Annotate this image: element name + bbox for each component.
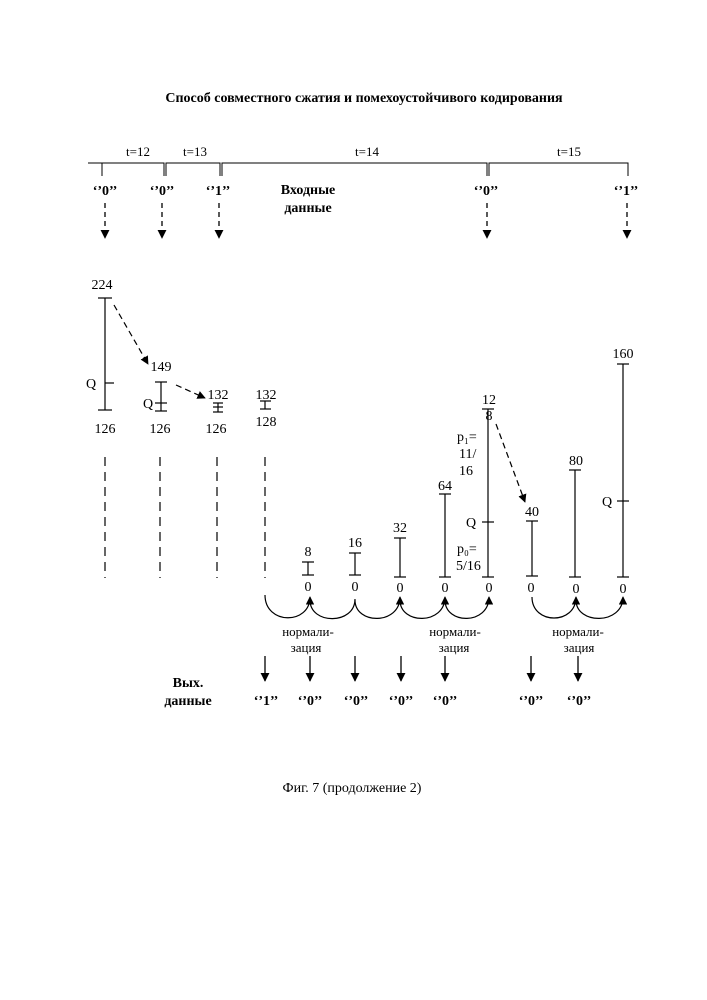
label-40-top: 40 xyxy=(525,505,539,520)
label-p0-line1: p₀= xyxy=(457,542,477,557)
label-16-bottom: 0 xyxy=(352,580,359,595)
label-160-q: Q xyxy=(602,495,612,510)
input-bit-5: ‘’1’’ xyxy=(614,184,639,199)
input-bit-1: ‘’0’’ xyxy=(93,184,118,199)
output-bit-6: ‘’0’’ xyxy=(519,694,544,709)
normalization-2-line1: нормали- xyxy=(429,624,481,639)
label-160-top: 160 xyxy=(613,347,634,362)
label-8-top: 8 xyxy=(305,545,312,560)
normalization-1-line1: нормали- xyxy=(282,624,334,639)
label-132b-top: 132 xyxy=(256,388,277,403)
normalization-curves xyxy=(265,595,623,619)
input-label-line2: данные xyxy=(284,201,331,216)
label-224-q: Q xyxy=(86,377,96,392)
output-bit-1: ‘’1’’ xyxy=(254,694,279,709)
label-p1-line2: 11/ xyxy=(459,447,476,462)
label-149-top: 149 xyxy=(151,360,172,375)
time-label-t12: t=12 xyxy=(126,144,150,159)
figure-title: Способ совместного сжатия и помехоустойч… xyxy=(165,91,563,106)
output-bit-4: ‘’0’’ xyxy=(389,694,414,709)
interval-bars xyxy=(98,298,629,577)
output-label-line1: Вых. xyxy=(173,676,204,691)
label-p1-line1: p₁= xyxy=(457,430,477,445)
input-label-line1: Входные xyxy=(281,183,336,198)
label-8-bottom: 0 xyxy=(305,580,312,595)
label-p0-line2: 5/16 xyxy=(456,559,481,574)
label-64-top: 64 xyxy=(438,479,452,494)
label-224-top: 224 xyxy=(92,278,113,293)
input-bit-4: ‘’0’’ xyxy=(474,184,499,199)
label-128-top-line1: 12 xyxy=(482,393,496,408)
normalization-3-line2: зация xyxy=(564,640,595,655)
output-bit-2: ‘’0’’ xyxy=(298,694,323,709)
label-224-bottom: 126 xyxy=(95,422,116,437)
label-128-top-line2: 8 xyxy=(486,409,493,424)
label-16-top: 16 xyxy=(348,536,362,551)
label-149-bottom: 126 xyxy=(150,422,171,437)
label-149-q: Q xyxy=(143,397,153,412)
normalization-1-line2: зация xyxy=(291,640,322,655)
label-128-q: Q xyxy=(466,516,476,531)
label-32-bottom: 0 xyxy=(397,581,404,596)
normalization-3-line1: нормали- xyxy=(552,624,604,639)
label-32-top: 32 xyxy=(393,521,407,536)
label-80-bottom: 0 xyxy=(573,582,580,597)
time-label-t14: t=14 xyxy=(355,144,379,159)
input-bit-2: ‘’0’’ xyxy=(150,184,175,199)
output-bit-3: ‘’0’’ xyxy=(344,694,369,709)
normalization-labels: нормали- зация нормали- зация нормали- з… xyxy=(282,624,604,655)
label-132b-bottom: 128 xyxy=(256,415,277,430)
output-bit-7: ‘’0’’ xyxy=(567,694,592,709)
label-160-bottom: 0 xyxy=(620,582,627,597)
label-64-bottom: 0 xyxy=(442,581,449,596)
dashed-columns xyxy=(105,457,265,578)
label-128-bottom: 0 xyxy=(486,581,493,596)
time-brackets xyxy=(88,163,628,176)
input-bit-3: ‘’1’’ xyxy=(206,184,231,199)
interval-labels: 224 Q 126 149 Q 126 132 126 132 128 8 0 … xyxy=(86,278,634,597)
input-arrows xyxy=(105,203,627,238)
label-132a-top: 132 xyxy=(208,388,229,403)
label-80-top: 80 xyxy=(569,454,583,469)
figure-caption: Фиг. 7 (продолжение 2) xyxy=(283,781,422,796)
output-bits: ‘’1’’ ‘’0’’ ‘’0’’ ‘’0’’ ‘’0’’ ‘’0’’ ‘’0’… xyxy=(254,694,592,709)
label-p1-line3: 16 xyxy=(459,464,473,479)
output-label-line2: данные xyxy=(164,694,211,709)
output-arrows xyxy=(265,656,578,681)
label-132a-bottom: 126 xyxy=(206,422,227,437)
normalization-2-line2: зация xyxy=(439,640,470,655)
time-label-t13: t=13 xyxy=(183,144,207,159)
output-bit-5: ‘’0’’ xyxy=(433,694,458,709)
label-40-bottom: 0 xyxy=(528,581,535,596)
time-label-t15: t=15 xyxy=(557,144,581,159)
